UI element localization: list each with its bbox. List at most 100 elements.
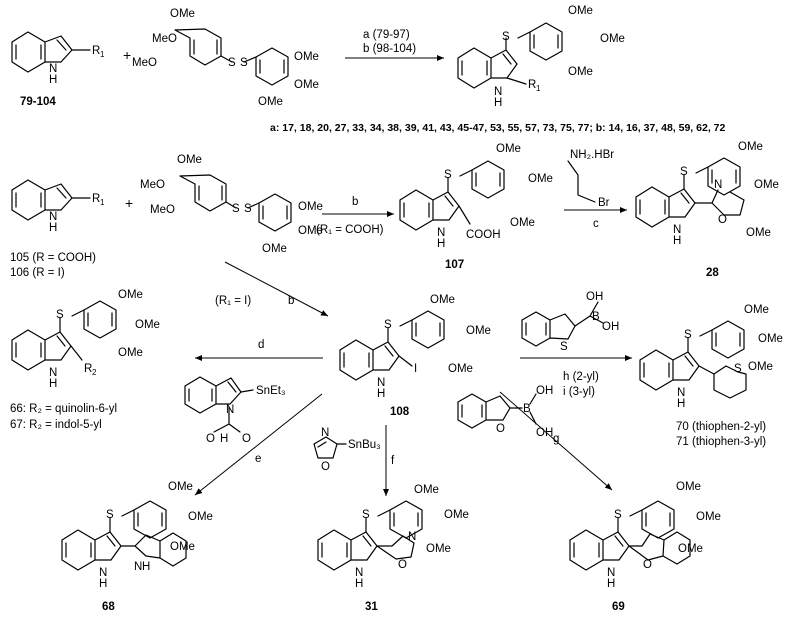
- compound-28-structure: S N H N O OMe OMe OMe: [635, 141, 779, 247]
- compound-label: 107: [445, 259, 464, 271]
- condition-h: h (2-yl): [563, 371, 599, 383]
- svg-text:N: N: [49, 367, 57, 379]
- svg-text:N: N: [437, 227, 445, 239]
- svg-text:MeO: MeO: [150, 204, 175, 216]
- svg-text:OMe: OMe: [298, 201, 323, 213]
- svg-text:OMe: OMe: [496, 143, 521, 155]
- svg-text:O: O: [321, 461, 330, 473]
- svg-text:MeO: MeO: [140, 179, 165, 191]
- svg-text:H: H: [49, 222, 57, 234]
- svg-text:N: N: [49, 63, 57, 75]
- svg-text:S: S: [232, 203, 240, 215]
- reagent-bromoethylamine: NH₂.HBr: [570, 149, 614, 161]
- svg-text:OMe: OMe: [177, 154, 202, 166]
- svg-text:S: S: [56, 309, 64, 321]
- svg-text:S: S: [106, 509, 114, 521]
- svg-text:H: H: [49, 378, 57, 390]
- svg-text:S: S: [560, 341, 568, 353]
- condition-f: f: [391, 455, 395, 467]
- svg-text:N: N: [49, 211, 57, 223]
- compound-66: 66: R₂ = quinolin-6-yl: [10, 403, 117, 415]
- svg-text:R: R: [84, 363, 92, 375]
- svg-text:OMe: OMe: [696, 511, 721, 523]
- svg-text:H: H: [99, 578, 107, 590]
- svg-text:SnBu₃: SnBu₃: [348, 439, 381, 451]
- svg-text:OMe: OMe: [510, 217, 535, 229]
- svg-text:S: S: [502, 31, 510, 43]
- compound-66-67-structure: S N H R 2 OMe OMe OMe: [11, 289, 160, 390]
- svg-text:OMe: OMe: [676, 481, 701, 493]
- svg-text:OH: OH: [536, 427, 553, 439]
- condition-r1-i: (R₁ = I): [215, 295, 251, 307]
- svg-text:OMe: OMe: [568, 5, 593, 17]
- svg-text:OMe: OMe: [738, 141, 763, 153]
- svg-text:R: R: [92, 193, 100, 205]
- svg-text:O: O: [206, 433, 215, 445]
- svg-text:OMe: OMe: [170, 541, 195, 553]
- svg-text:H: H: [494, 97, 502, 109]
- svg-text:O: O: [643, 559, 652, 571]
- compound-label: 28: [706, 267, 719, 279]
- svg-text:COOH: COOH: [466, 229, 501, 241]
- compound-label: 108: [390, 406, 410, 418]
- svg-text:N: N: [494, 86, 502, 98]
- plus-sign: +: [123, 47, 131, 63]
- compound-67: 67: R₂ = indol-5-yl: [10, 419, 102, 431]
- svg-text:OMe: OMe: [754, 179, 779, 191]
- svg-text:OMe: OMe: [294, 51, 319, 63]
- svg-text:OH: OH: [536, 385, 553, 397]
- svg-text:R: R: [528, 79, 536, 91]
- compound-label: 69: [612, 601, 625, 613]
- svg-text:N: N: [677, 387, 685, 399]
- svg-text:H: H: [437, 238, 445, 250]
- svg-text:H: H: [607, 578, 615, 590]
- svg-text:OMe: OMe: [294, 79, 319, 91]
- svg-text:N: N: [355, 567, 363, 579]
- svg-text:H: H: [677, 398, 685, 410]
- svg-text:O: O: [398, 559, 407, 571]
- svg-text:OH: OH: [586, 291, 603, 303]
- svg-text:OMe: OMe: [448, 363, 473, 375]
- compound-69-structure: S N H O OMe OMe OMe: [569, 481, 721, 590]
- condition-d: d: [258, 339, 264, 351]
- svg-text:H: H: [355, 578, 363, 590]
- svg-text:N: N: [408, 531, 416, 543]
- svg-text:S: S: [680, 166, 688, 178]
- svg-text:B: B: [523, 403, 531, 415]
- condition-g: g: [553, 433, 559, 445]
- compound-70-71-structure: S N H S OMe OMe OMe: [639, 304, 783, 410]
- svg-text:OMe: OMe: [600, 33, 625, 45]
- compound-label: 79-104: [20, 96, 56, 108]
- reagent-benzothiophene-boronic-acid: S OH B OH: [521, 291, 619, 353]
- svg-text:R: R: [92, 45, 100, 57]
- svg-text:1: 1: [536, 84, 541, 93]
- svg-text:Br: Br: [598, 197, 610, 209]
- svg-text:OH: OH: [602, 321, 619, 333]
- svg-text:N: N: [321, 427, 329, 439]
- svg-text:H: H: [142, 561, 150, 573]
- conditions-legend: a: 17, 18, 20, 27, 33, 34, 38, 39, 41, 4…: [270, 122, 725, 134]
- svg-text:N: N: [134, 561, 142, 573]
- condition-i: i (3-yl): [563, 386, 595, 398]
- svg-text:H: H: [377, 388, 385, 400]
- svg-text:S: S: [384, 319, 392, 331]
- svg-text:OMe: OMe: [528, 173, 553, 185]
- svg-text:S: S: [244, 203, 252, 215]
- svg-text:OMe: OMe: [426, 543, 451, 555]
- compound-71: 71 (thiophen-3-yl): [676, 436, 766, 448]
- product-3-arylthioindole-top: S N H R 1 OMe OMe OMe: [457, 5, 625, 109]
- svg-text:S: S: [614, 509, 622, 521]
- svg-text:OMe: OMe: [170, 8, 195, 20]
- svg-text:2: 2: [92, 368, 97, 377]
- svg-text:1: 1: [100, 198, 105, 207]
- svg-text:OMe: OMe: [258, 96, 283, 108]
- svg-text:OMe: OMe: [168, 481, 193, 493]
- condition-b: b: [352, 196, 358, 208]
- compound-label: 68: [102, 601, 115, 613]
- svg-text:N: N: [673, 224, 681, 236]
- svg-text:OMe: OMe: [262, 243, 287, 255]
- bis-trimethoxyphenyl-disulfide-top: OMe MeO MeO S S OMe OMe OMe: [132, 8, 319, 108]
- svg-text:N: N: [714, 179, 722, 191]
- svg-text:OMe: OMe: [430, 294, 455, 306]
